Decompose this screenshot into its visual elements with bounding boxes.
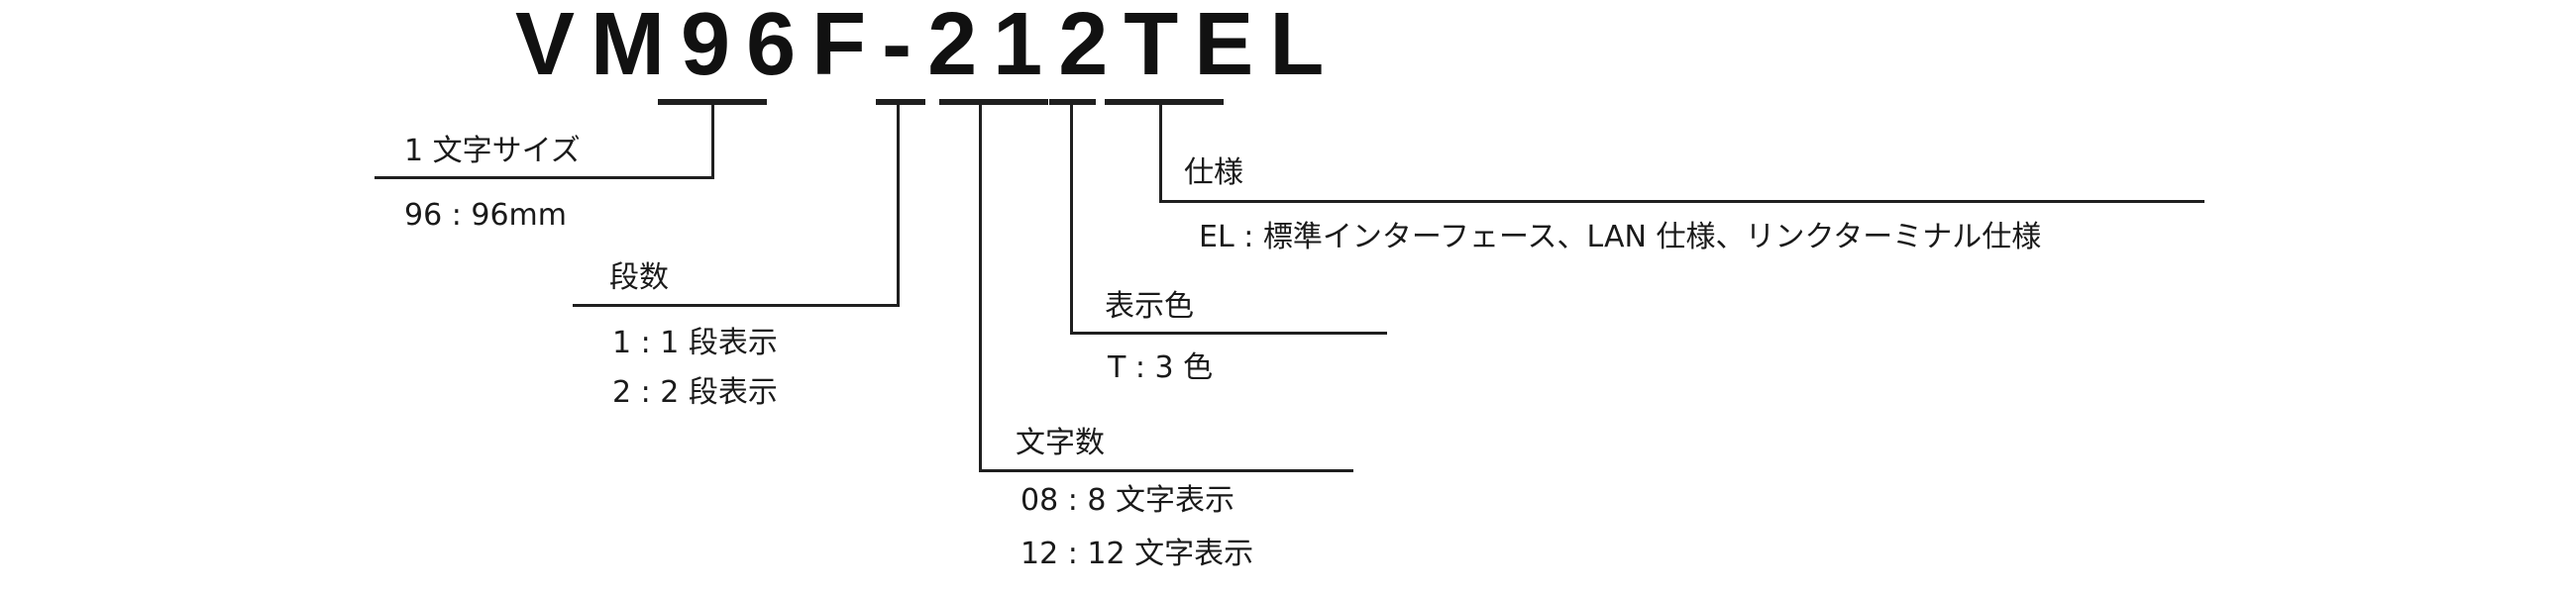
rows-option: 1 : 1 段表示 (612, 326, 778, 360)
size-heading: 1 文字サイズ (404, 134, 581, 168)
leader-color-vertical (1070, 105, 1073, 335)
size-option: 96 : 96mm (404, 198, 567, 233)
model-code: VM96F-212TEL (515, 0, 1340, 89)
rows-heading: 段数 (609, 260, 669, 295)
code-char-7: 2 (927, 0, 994, 94)
code-char-6: - (882, 0, 928, 94)
underline-color (1049, 99, 1096, 105)
code-char-2: M (590, 0, 682, 94)
code-char-10: T (1124, 0, 1195, 94)
leader-spec-vertical (1159, 105, 1162, 203)
chars-heading: 文字数 (1016, 426, 1105, 460)
code-char-1: V (515, 0, 591, 94)
leader-chars-horizontal (979, 469, 1353, 472)
spec-heading: 仕様 (1184, 155, 1243, 190)
underline-chars (939, 99, 1048, 105)
leader-size-vertical (711, 105, 714, 178)
leader-color-horizontal (1070, 332, 1387, 335)
chars-option: 12 : 12 文字表示 (1020, 537, 1254, 571)
chars-option: 08 : 8 文字表示 (1020, 483, 1234, 518)
leader-size-horizontal (375, 176, 714, 179)
code-char-5: F (811, 0, 883, 94)
code-char-4: 6 (746, 0, 812, 94)
leader-rows-horizontal (573, 304, 900, 307)
code-char-12: L (1269, 0, 1341, 94)
spec-option: EL : 標準インターフェース、LAN 仕様、リンクターミナル仕様 (1199, 220, 2042, 254)
code-char-9: 2 (1058, 0, 1125, 94)
code-char-8: 1 (993, 0, 1059, 94)
underline-size (658, 99, 767, 105)
code-char-11: E (1194, 0, 1270, 94)
leader-rows-vertical (897, 105, 900, 307)
color-option: T : 3 色 (1108, 350, 1214, 385)
leader-chars-vertical (979, 105, 982, 472)
color-heading: 表示色 (1105, 289, 1194, 324)
code-char-3: 9 (681, 0, 747, 94)
underline-spec (1105, 99, 1224, 105)
underline-rows (876, 99, 925, 105)
rows-option: 2 : 2 段表示 (612, 375, 778, 410)
leader-spec-horizontal (1159, 200, 2204, 203)
